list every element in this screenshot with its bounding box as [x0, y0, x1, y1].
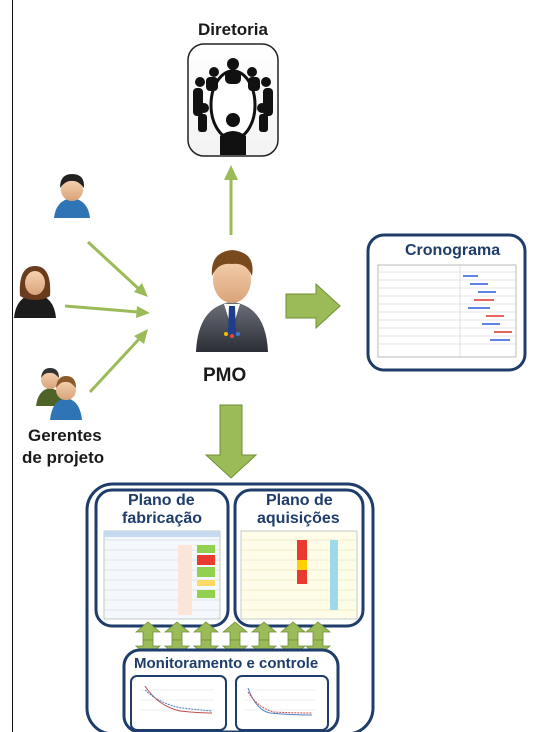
plano-aquisicoes-title-line2: aquisições: [257, 510, 340, 527]
arrow-to-diretoria: [224, 165, 238, 235]
group-icon: [36, 368, 82, 420]
plano-aquisicoes-title-line1: Plano de: [266, 492, 333, 509]
person-icon: [54, 174, 90, 218]
cronograma-box: [366, 233, 527, 372]
plano-fabricacao-title-line2: fabricação: [122, 510, 203, 527]
boardroom-icon: [187, 43, 279, 157]
plano-aquisicoes-box: [233, 488, 365, 628]
monitoring-arrows: [134, 621, 332, 657]
pmo-label: PMO: [203, 365, 247, 386]
monitoramento-box: [122, 648, 340, 732]
gerentes-label-line2: de projeto: [22, 448, 105, 467]
pmo-manager-icon: [196, 250, 268, 352]
gerentes-label-line1: Gerentes: [28, 426, 102, 445]
arrow-to-cronograma: [285, 282, 341, 330]
arrow-to-planos: [204, 404, 258, 479]
plano-fabricacao-title-line1: Plano de: [128, 492, 195, 509]
woman-icon: [14, 266, 56, 318]
page-left-border: [12, 0, 13, 732]
diretoria-label: Diretoria: [198, 20, 268, 39]
arrows-to-pmo: [64, 240, 150, 394]
plano-fabricacao-box: [94, 488, 230, 628]
monitoramento-title: Monitoramento e controle: [134, 655, 319, 672]
cronograma-label: Cronograma: [405, 242, 501, 259]
